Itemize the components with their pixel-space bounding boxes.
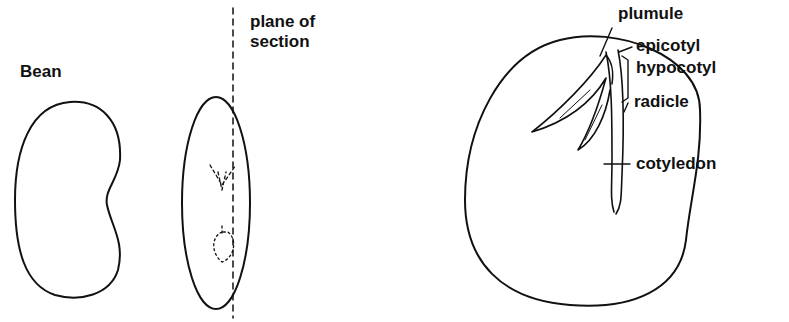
part-label: hypocotyl (636, 58, 716, 78)
hypocotyl-bracket (622, 56, 628, 102)
section-plane-line (232, 8, 234, 318)
plumule-veins (560, 90, 602, 140)
leader-line (624, 103, 628, 112)
part-label: cotyledon (636, 154, 716, 174)
figure-label: Bean (20, 62, 62, 82)
bean-edge-outline (182, 97, 250, 309)
embryo-axis (606, 50, 623, 214)
part-label: plumule (618, 4, 683, 24)
leader-line (619, 47, 632, 52)
leader-line (604, 163, 630, 164)
leader-line (600, 28, 612, 56)
embryo-hint (210, 165, 236, 190)
part-label: epicotyl (636, 36, 700, 56)
part-label: radicle (634, 92, 689, 112)
bean-outline (15, 102, 120, 298)
plumule-leaves (532, 55, 613, 150)
embryo-hint (214, 226, 234, 262)
section-label: plane of section (250, 12, 330, 52)
